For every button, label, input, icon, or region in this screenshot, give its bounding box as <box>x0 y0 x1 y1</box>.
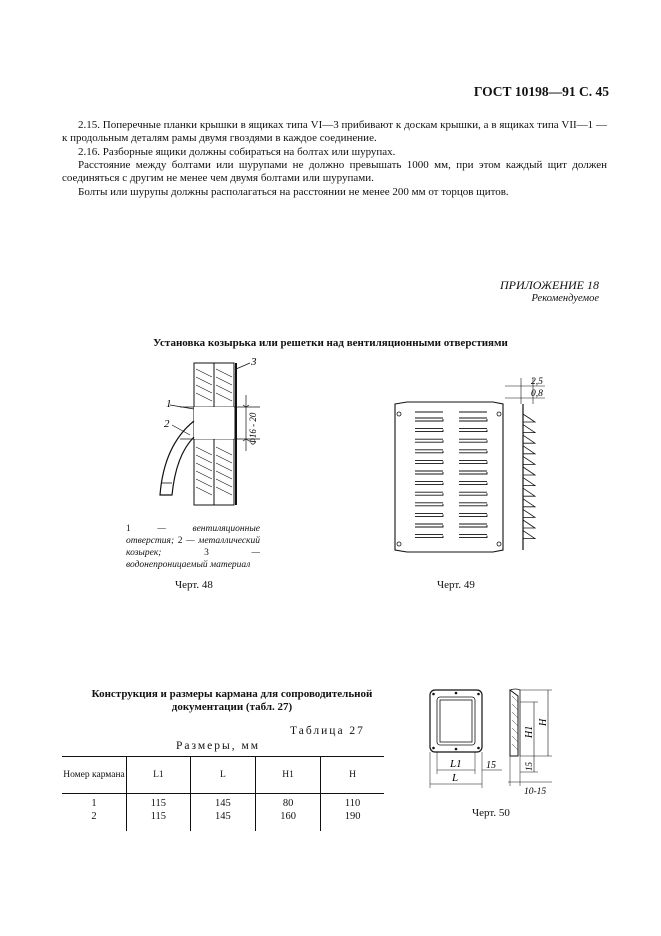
legend-text-3: — водонепроницаемый материал <box>126 548 260 570</box>
louver-slot <box>415 512 444 517</box>
col-header-L1: L1 <box>126 756 191 794</box>
cell-H: 190 <box>320 810 384 831</box>
cell-H: 110 <box>320 793 384 810</box>
fig49-drawing: 2,5 0,8 <box>394 377 545 553</box>
cell-number: 2 <box>91 811 97 822</box>
fig48-caption: Черт. 48 <box>175 579 213 591</box>
fig50-dim-L: L <box>451 772 458 784</box>
louver-profile <box>522 424 537 433</box>
cell-H1: 160 <box>254 810 321 831</box>
louver-profile <box>522 413 537 423</box>
table-label: Таблица 27 <box>290 725 365 737</box>
fig50-drawing: L1 L 15 H1 H 15 10-15 <box>429 688 552 797</box>
louver-slot <box>459 523 488 528</box>
louver-slot <box>415 428 444 433</box>
louver-slot <box>459 438 488 443</box>
louver-slot <box>415 481 444 486</box>
paragraph-2-15: 2.15. Поперечные планки крышки в ящиках … <box>62 119 607 145</box>
cell-L1: 115 <box>126 810 191 831</box>
col-header-H: H <box>320 756 384 794</box>
col-header-number: Номер кармана <box>62 756 127 794</box>
louver-profile <box>522 477 537 486</box>
appendix-title: ПРИЛОЖЕНИЕ 18 <box>500 278 599 292</box>
table-row: 1 115 145 80 110 <box>62 793 384 810</box>
legend-number-1: 1 <box>126 524 131 534</box>
page-header: ГОСТ 10198—91 С. 45 <box>473 84 609 99</box>
fig50-dim-10-15: 10-15 <box>524 787 546 797</box>
fig48-label-2: 2 <box>164 418 170 430</box>
cell-L1: 115 <box>126 793 191 810</box>
louver-slot <box>459 502 488 507</box>
fig50-dim-15-a: 15 <box>486 760 496 771</box>
louver-slot <box>459 470 488 475</box>
louver-slot <box>459 449 488 454</box>
louver-slot <box>459 428 488 433</box>
legend-text-2: — металлический козырек; <box>126 536 261 558</box>
legend-number-2: 2 <box>177 536 183 546</box>
louver-slot <box>459 534 488 539</box>
louver-slot <box>415 523 444 528</box>
fig50-dim-L1: L1 <box>449 758 462 770</box>
louver-slot <box>459 481 488 486</box>
fig49-dim-0-8: 0,8 <box>531 389 543 399</box>
louver-profile <box>522 456 537 465</box>
louver-profile <box>522 530 537 539</box>
fig50-dim-H1: H1 <box>524 726 535 739</box>
paragraph-2-16: 2.16. Разборные ящики должны собираться … <box>78 146 396 158</box>
table-sizes-label: Размеры, мм <box>176 740 261 752</box>
louver-slot <box>415 417 444 422</box>
fig48-drawing: 1 2 3 Φ16 - 20 <box>159 356 260 506</box>
louver-profile <box>522 519 537 529</box>
fig48-diameter-label: Φ16 - 20 <box>248 412 258 445</box>
table-row: 2 115 145 160 190 <box>62 810 384 831</box>
louver-slot <box>415 470 444 475</box>
paragraph-distance: Расстояние между болтами или шурупами не… <box>62 159 607 185</box>
appendix-subtitle: Рекомендуемое <box>531 293 599 304</box>
section2-title: Конструкция и размеры кармана для сопров… <box>91 688 373 713</box>
paragraph-bolts: Болты или шурупы должны располагаться на… <box>78 186 509 198</box>
louver-slot <box>415 459 444 464</box>
section1-title: Установка козырька или решетки над венти… <box>153 337 508 349</box>
cell-L: 145 <box>189 810 256 831</box>
fig49-caption: Черт. 49 <box>437 579 475 591</box>
fig48-label-1: 1 <box>166 398 172 410</box>
fig48-label-3: 3 <box>250 356 257 368</box>
louver-slot <box>459 512 488 517</box>
col-header-H1: H1 <box>254 756 321 794</box>
louver-slot <box>459 417 488 422</box>
col-header-L: L <box>189 756 256 794</box>
louver-profile <box>522 434 537 444</box>
legend-number-3: 3 <box>204 548 209 558</box>
louver-slot <box>415 449 444 454</box>
louver-profile <box>522 498 537 508</box>
louver-slot <box>459 491 488 496</box>
louver-profile <box>522 466 537 476</box>
fig50-caption: Черт. 50 <box>472 807 510 819</box>
fig50-dim-15-b: 15 <box>524 762 534 772</box>
cell-L: 145 <box>189 793 256 810</box>
legend-text-1: — вентиляционные отверстия; <box>126 524 260 546</box>
cell-H1: 80 <box>254 793 321 810</box>
fig48-legend: 1 — вентиляционные отверстия; 2 — металл… <box>126 523 260 571</box>
louver-slot <box>415 438 444 443</box>
louver-profile <box>522 509 537 518</box>
appendix-block: ПРИЛОЖЕНИЕ 18 Рекомендуемое <box>500 278 599 306</box>
louver-slot <box>415 534 444 539</box>
louver-slot <box>459 459 488 464</box>
louver-slot <box>415 491 444 496</box>
louver-slot <box>415 502 444 507</box>
louver-profile <box>522 487 537 497</box>
fig50-dim-H: H <box>538 718 549 727</box>
fig49-dim-2-5: 2,5 <box>531 377 543 387</box>
cell-number: 1 <box>91 798 97 809</box>
louver-profile <box>522 445 537 455</box>
table-27: Номер кармана L1 L H1 H 1 115 145 80 110… <box>62 756 384 831</box>
